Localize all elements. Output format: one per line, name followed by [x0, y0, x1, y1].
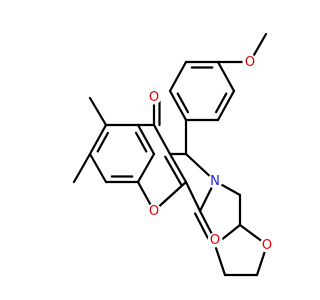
bond-double-5-a: [136, 123, 156, 156]
atom-label-o_thf: O: [262, 238, 272, 253]
atom-background-n_ring: [207, 173, 223, 189]
atom-label-o_methoxy: O: [245, 55, 255, 70]
atom-label-o_lactam: O: [210, 233, 220, 248]
bond-double-5-b: [134, 131, 148, 153]
bond-single-21: [168, 60, 188, 93]
bond-single-2: [88, 152, 108, 184]
bond-double-20-b: [176, 92, 190, 114]
atom-background-o_pyran: [146, 203, 162, 219]
bond-single-23: [216, 60, 236, 93]
atom-background-o_methoxy: [242, 54, 258, 70]
bond-single-7: [152, 123, 172, 156]
bond-double-24-a: [216, 89, 236, 122]
bond-double-16-b: [194, 212, 212, 244]
bond-double-1-b: [96, 131, 110, 153]
bond-double-1-a: [88, 123, 108, 156]
atom-layer: O O N O O O: [146, 54, 275, 253]
bond-double-24-b: [214, 92, 228, 114]
bond-layer: [72, 32, 269, 277]
bond-double-8-a: [168, 152, 188, 184]
bond-single-31: [213, 243, 227, 277]
atom-label-o_pyran: O: [149, 204, 159, 219]
bond-double-8-b: [164, 155, 183, 186]
bond-single-4: [136, 152, 156, 184]
atom-background-o_ketone: [146, 89, 162, 105]
bond-single-14: [184, 180, 202, 213]
atom-label-n_ring: N: [210, 174, 220, 189]
bond-single-18: [72, 152, 92, 184]
bond-double-20-a: [168, 89, 188, 122]
molecule-diagram: O O N O O O: [72, 32, 275, 277]
atom-label-o_ketone: O: [149, 90, 159, 105]
bond-single-17: [88, 96, 108, 127]
atom-background-o_thf: [259, 237, 275, 253]
atom-background-o_lactam: [207, 232, 223, 248]
